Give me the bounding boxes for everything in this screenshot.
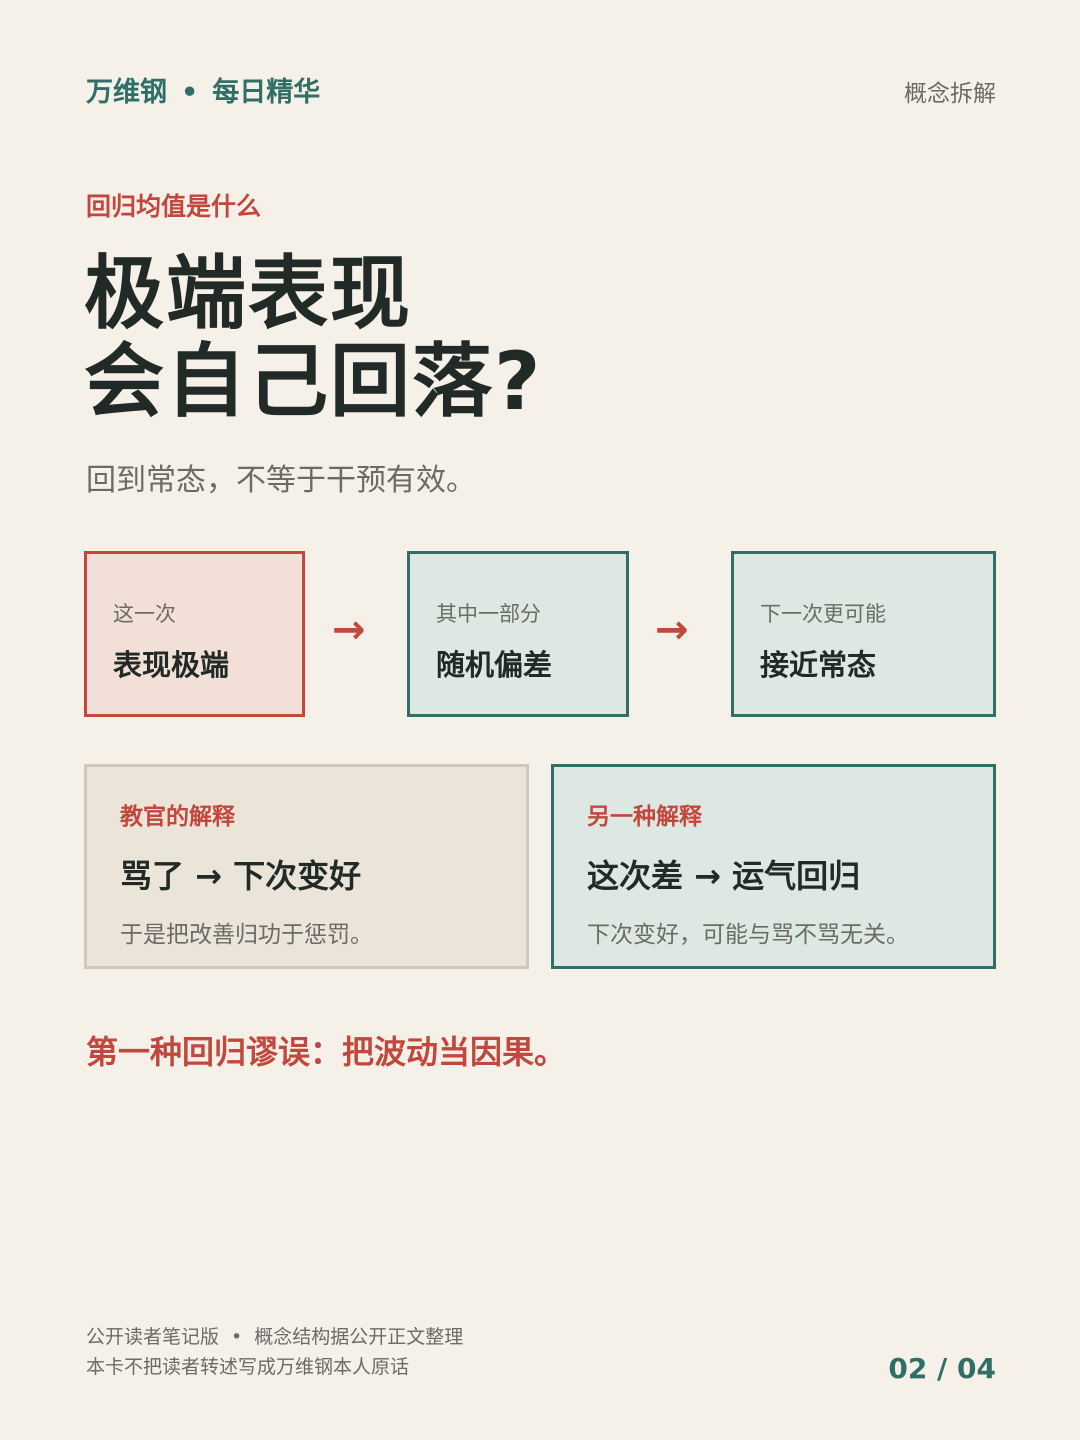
- flow-step-value: 表现极端: [113, 648, 230, 682]
- card-instructor-explanation: 教官的解释 骂了 → 下次变好 于是把改善归功于惩罚。: [84, 764, 529, 969]
- card-title: 教官的解释: [120, 804, 235, 830]
- flow-arrow-2: →: [655, 607, 689, 653]
- kicker: 回归均值是什么: [86, 192, 262, 221]
- flow-step-value: 接近常态: [760, 648, 877, 682]
- footer-note-b: 概念结构据公开正文整理: [254, 1326, 464, 1348]
- flow-step-label: 其中一部分: [436, 602, 541, 626]
- subtitle: 回到常态，不等于干预有效。: [86, 463, 476, 498]
- flow-step-label: 这一次: [113, 602, 176, 626]
- card-main: 这次差 → 运气回归: [587, 857, 861, 895]
- flow-step-3: 下一次更可能 接近常态: [731, 551, 996, 717]
- title-line-1: 极端表现: [84, 247, 412, 340]
- footer-separator: •: [231, 1326, 243, 1348]
- flow-step-1: 这一次 表现极端: [84, 551, 305, 717]
- header-brand: 万维钢 • 每日精华: [86, 70, 320, 109]
- page-number: 02 / 04: [888, 1352, 996, 1385]
- card-alternative-explanation: 另一种解释 这次差 → 运气回归 下次变好，可能与骂不骂无关。: [551, 764, 996, 969]
- conclusion: 第一种回归谬误：把波动当因果。: [86, 1033, 567, 1071]
- flow-arrow-1: →: [332, 607, 366, 653]
- title-line-2: 会自己回落?: [84, 335, 543, 428]
- series-name: 每日精华: [212, 77, 321, 108]
- card-note: 于是把改善归功于惩罚。: [120, 922, 373, 948]
- flow-step-label: 下一次更可能: [760, 602, 886, 626]
- footer-notes: 公开读者笔记版 • 概念结构据公开正文整理 本卡不把读者转述写成万维钢本人原话: [86, 1322, 463, 1382]
- footer-line-2: 本卡不把读者转述写成万维钢本人原话: [86, 1356, 410, 1378]
- brand-separator: •: [181, 77, 199, 108]
- card-title: 另一种解释: [587, 804, 702, 830]
- flow-step-2: 其中一部分 随机偏差: [407, 551, 629, 717]
- header-tag: 概念拆解: [904, 81, 996, 107]
- footer-line-1: 公开读者笔记版 • 概念结构据公开正文整理: [86, 1322, 463, 1352]
- page-title: 极端表现 会自己回落?: [84, 250, 542, 426]
- card-main: 骂了 → 下次变好: [120, 857, 362, 895]
- card-note: 下次变好，可能与骂不骂无关。: [587, 922, 909, 948]
- footer-note-a: 公开读者笔记版: [86, 1326, 220, 1348]
- brand-name: 万维钢: [86, 77, 167, 108]
- flow-step-value: 随机偏差: [436, 648, 553, 682]
